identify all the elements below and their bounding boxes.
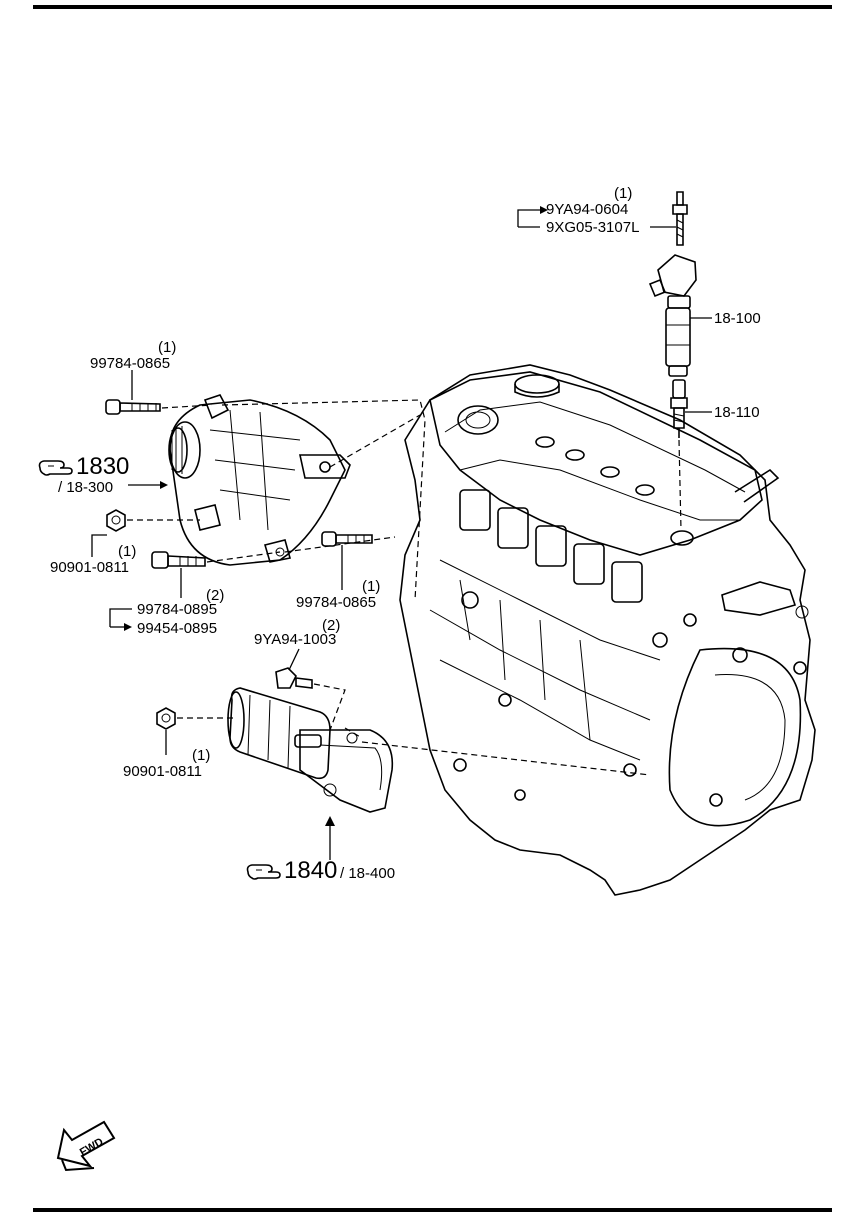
starter-nut-qty: (1) (192, 747, 210, 764)
alt-top-bolt (105, 399, 161, 415)
alt-top-bolt-part: 99784-0865 (90, 355, 170, 372)
starter-bolt-part: 9YA94-1003 (254, 631, 336, 648)
pointing-hand-icon (246, 864, 281, 880)
alternator-ref-sub: / 18-300 (58, 479, 113, 496)
alt-side-bolt-qty: (1) (362, 578, 380, 595)
starter-ref-number: 1840 (284, 857, 337, 884)
pointing-hand-icon (38, 460, 73, 476)
alt-bolt-part-a: 99784-0895 (137, 601, 217, 618)
alt-side-bolt-part: 99784-0865 (296, 594, 376, 611)
intake-ports (459, 489, 643, 603)
alt-bolt-qty: (2) (206, 587, 224, 604)
starter-bolt (275, 667, 313, 689)
leader-lines (91, 206, 712, 860)
alternator (168, 394, 351, 566)
engine-block (399, 364, 816, 896)
alt-top-bolt-qty: (1) (158, 339, 176, 356)
top-rule (33, 5, 832, 9)
alternator-ref-number: 1830 (76, 453, 129, 480)
spark-plug-ref: 18-110 (714, 404, 760, 421)
coil-bolt-part-a: 9YA94-0604 (546, 201, 628, 218)
starter-ref-sub: / 18-400 (340, 865, 395, 882)
starter-bolt-qty: (2) (322, 617, 340, 634)
alt-nut-qty: (1) (118, 543, 136, 560)
ignition-coil-ref: 18-100 (714, 310, 761, 327)
coil-bolt-part-b: 9XG05-3107L (546, 219, 639, 236)
alt-nut (106, 509, 126, 532)
starter-nut (156, 707, 176, 730)
bottom-rule (33, 1208, 832, 1212)
fwd-arrow-icon: FWD (56, 1120, 116, 1172)
starter-motor (227, 687, 394, 813)
coil-bolt-qty: (1) (614, 185, 632, 202)
alt-bolt-part-b: 99454-0895 (137, 620, 217, 637)
coil-wells (535, 436, 694, 546)
starter-nut-part: 90901-0811 (123, 763, 202, 780)
alt-nut-part: 90901-0811 (50, 559, 129, 576)
spark-plug (670, 379, 688, 438)
ignition-coil (648, 254, 697, 377)
coil-bolt (672, 191, 688, 246)
alt-lower-bolt (151, 551, 206, 569)
